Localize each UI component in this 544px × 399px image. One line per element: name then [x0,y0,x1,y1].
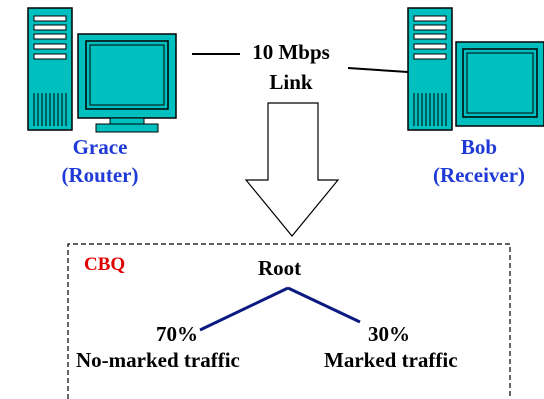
cbq-label: CBQ [84,254,126,275]
computer-icon [407,7,544,131]
tree-root-label: Root [258,256,302,280]
right-class-percent: 30% [368,322,410,346]
cbq-box [67,243,511,399]
computer-icon [27,7,177,133]
tree-branch-left [199,286,289,332]
down-arrow-icon [244,102,340,237]
bob-name: Bob [460,135,498,159]
tree-branch-right [287,286,361,324]
link-line-right [347,67,409,73]
link-label-text: Link [269,70,313,94]
grace-name: Grace [72,135,128,159]
right-class-name: Marked traffic [324,348,458,372]
left-class-percent: 70% [156,322,198,346]
bob-role: (Receiver) [432,163,526,187]
left-class-name: No-marked traffic [76,348,240,372]
link-label-rate: 10 Mbps [252,40,330,64]
grace-role: (Router) [61,163,139,187]
